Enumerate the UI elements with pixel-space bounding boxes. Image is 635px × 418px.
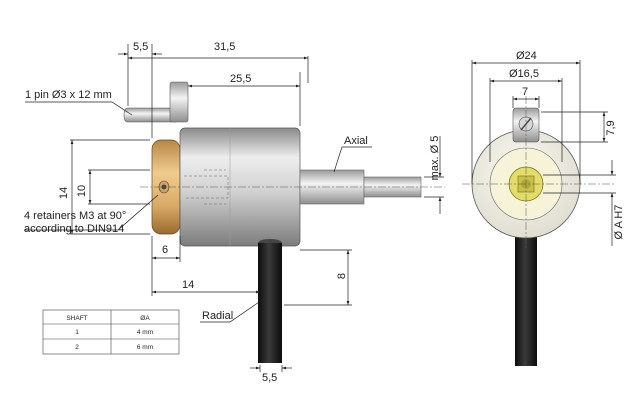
radial-cable (258, 239, 282, 363)
front-cable (515, 236, 537, 366)
leader-lines (24, 101, 372, 323)
dim-7-9: 7,9 (605, 120, 617, 135)
table-row-2-shaft: 2 (75, 344, 79, 351)
axial-label: Axial (344, 135, 368, 147)
dim-A-H7: Ø A H7 (613, 205, 625, 240)
pin (123, 81, 189, 123)
dim-16-5: Ø16,5 (509, 68, 539, 80)
dim-14-bottom: 14 (182, 279, 194, 291)
dim-24: Ø24 (516, 50, 537, 62)
front-dimension-lines (472, 61, 614, 246)
table-row-1-shaft: 1 (75, 329, 79, 336)
dim-14-left: 14 (58, 187, 70, 199)
front-view: Ø24 Ø16,5 7 7,9 Ø A H7 (462, 50, 625, 366)
retainers-label-line2: according to DIN914 (24, 223, 124, 235)
dimension-lines (70, 52, 442, 370)
pin-label: 1 pin Ø3 x 12 mm (25, 89, 112, 101)
dim-6: 6 (162, 244, 168, 256)
retainers-label-line1: 4 retainers M3 at 90° (24, 210, 126, 222)
shaft-table: SHAFT ØA 1 4 mm 2 6 mm (42, 309, 180, 355)
dim-7: 7 (522, 86, 528, 98)
dim-max-5: max. Ø 5 (429, 136, 441, 181)
dim-31-5: 31,5 (214, 41, 235, 53)
table-row-2-diameter: 6 mm (137, 344, 153, 351)
dim-5-5-top: 5,5 (133, 41, 148, 53)
side-view: 5,5 31,5 25,5 14 10 6 14 8 5,5 max. Ø 5 … (24, 41, 445, 384)
front-extension-lines (471, 60, 616, 194)
table-header-diameter: ØA (140, 315, 150, 322)
table-header-shaft: SHAFT (66, 315, 87, 322)
extension-lines (70, 44, 444, 372)
radial-label: Radial (202, 310, 233, 322)
dim-25-5: 25,5 (230, 73, 251, 85)
table-row-1-diameter: 4 mm (137, 329, 153, 336)
dim-8: 8 (336, 273, 348, 279)
dim-10: 10 (76, 185, 88, 197)
dim-5-5-bottom: 5,5 (262, 372, 277, 384)
